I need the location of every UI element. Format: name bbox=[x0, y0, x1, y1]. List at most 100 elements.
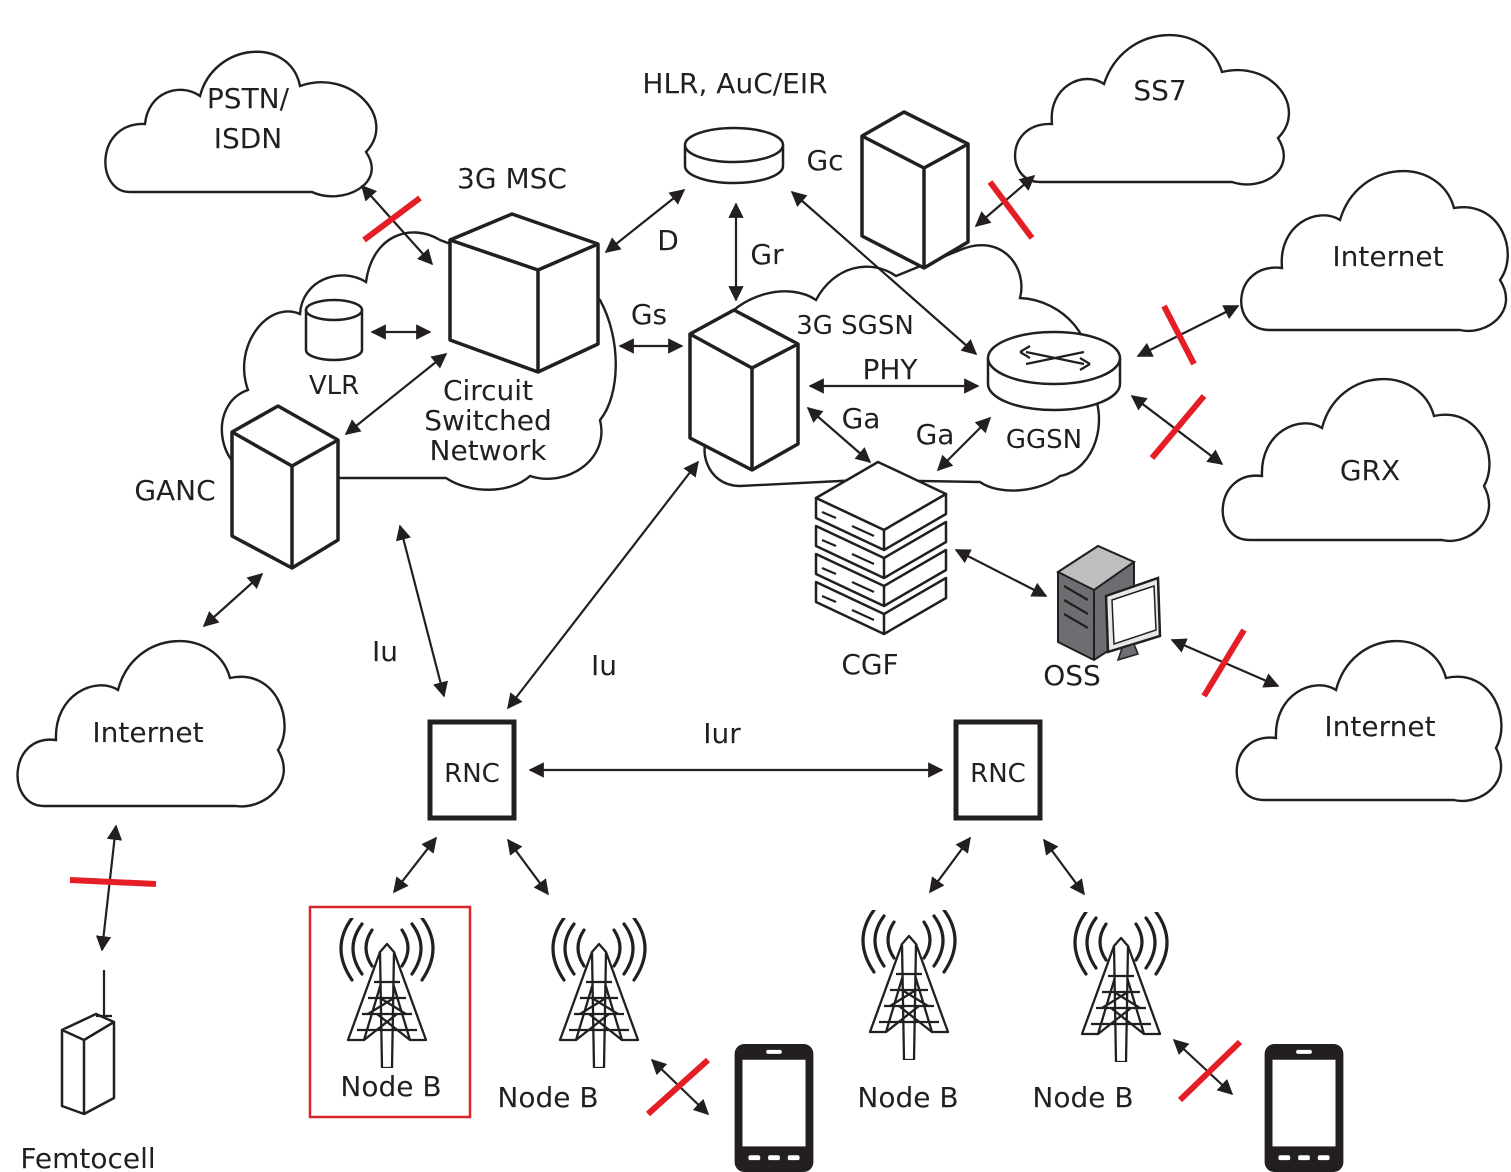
iface-iur-label: Iur bbox=[703, 717, 741, 750]
node-b-1: Node B bbox=[308, 905, 472, 1119]
rnc-right: RNC bbox=[953, 719, 1043, 821]
cloud-icon bbox=[1221, 377, 1491, 543]
cut-marker bbox=[1177, 1039, 1243, 1103]
node-b-2-label: Node B bbox=[497, 1081, 598, 1114]
femtocell-node: Femtocell bbox=[20, 970, 156, 1172]
server-tower-icon bbox=[688, 308, 800, 472]
link-rnc-nodeb-3 bbox=[929, 836, 971, 894]
server-tower-icon bbox=[860, 110, 970, 270]
link-ganc-internet bbox=[202, 572, 264, 628]
workstation-icon bbox=[1055, 544, 1162, 662]
ganc-label: GANC bbox=[134, 474, 215, 507]
node-b-4-label: Node B bbox=[1032, 1081, 1133, 1114]
node-b-4: Node B bbox=[1032, 912, 1169, 1114]
vlr-label: VLR bbox=[309, 371, 359, 401]
link-d bbox=[604, 189, 686, 253]
hlr-node: HLR, AuC/EIR bbox=[642, 67, 828, 185]
rnc-left-label: RNC bbox=[444, 759, 500, 789]
cut-marker bbox=[987, 180, 1035, 240]
link-nodeb-phone-2 bbox=[1172, 1038, 1234, 1096]
highlight-box bbox=[308, 905, 472, 1119]
cloud-ss7: SS7 bbox=[1014, 33, 1291, 186]
circuit-label-line1: Circuit bbox=[443, 374, 533, 407]
oss-node: OSS bbox=[1043, 544, 1162, 692]
iface-iu-left-label: Iu bbox=[372, 635, 398, 668]
rnc-right-label: RNC bbox=[970, 759, 1026, 789]
hlr-label: HLR, AuC/EIR bbox=[642, 67, 827, 100]
cell-tower-icon bbox=[339, 918, 435, 1068]
link-ggsn-internet bbox=[1136, 305, 1240, 357]
link-rnc-nodeb-2 bbox=[507, 838, 549, 896]
cloud-icon bbox=[1240, 169, 1509, 333]
node-b-3-label: Node B bbox=[857, 1081, 958, 1114]
cloud-internet-left: Internet bbox=[16, 639, 286, 808]
msc-label: 3G MSC bbox=[457, 162, 567, 195]
database-icon bbox=[304, 298, 364, 362]
ggsn-label: GGSN bbox=[1006, 425, 1082, 455]
iface-iu-right-label: Iu bbox=[591, 649, 617, 682]
server-tower-icon bbox=[230, 404, 340, 570]
circuit-label-line2: Switched bbox=[424, 404, 552, 437]
link-hlr-ggsn bbox=[790, 190, 978, 356]
internet-top-label: Internet bbox=[1332, 240, 1443, 273]
cell-tower-icon bbox=[551, 918, 647, 1068]
ss7-label: SS7 bbox=[1133, 74, 1186, 107]
circuit-label-line3: Network bbox=[430, 434, 548, 467]
cloud-icon bbox=[1014, 33, 1291, 186]
node-b-2: Node B bbox=[497, 918, 647, 1114]
femtocell-icon bbox=[60, 970, 116, 1116]
iface-d-label: D bbox=[657, 224, 679, 257]
cgf-node: CGF bbox=[814, 460, 948, 681]
oss-label: OSS bbox=[1043, 659, 1101, 692]
pstn-label-line2: ISDN bbox=[214, 122, 283, 155]
internet-left-label: Internet bbox=[92, 716, 203, 749]
iface-gr-label: Gr bbox=[750, 238, 784, 271]
cut-marker bbox=[69, 877, 157, 887]
node-b-3: Node B bbox=[857, 910, 959, 1114]
cell-tower-icon bbox=[1073, 912, 1169, 1062]
cloud-icon bbox=[104, 50, 378, 198]
internet-right-label: Internet bbox=[1324, 710, 1435, 743]
link-pstn-msc bbox=[360, 184, 434, 266]
link-cgf-oss bbox=[954, 549, 1048, 597]
iface-ga-sgsn-label: Ga bbox=[842, 402, 881, 435]
cloud-pstn-isdn: PSTN/ ISDN bbox=[104, 50, 378, 198]
cloud-internet-top: Internet bbox=[1240, 169, 1509, 333]
cloud-icon bbox=[16, 639, 286, 808]
femtocell-label: Femtocell bbox=[20, 1142, 155, 1172]
cloud-grx: GRX bbox=[1221, 377, 1491, 543]
cut-marker bbox=[645, 1057, 711, 1117]
iface-gc-label: Gc bbox=[806, 144, 843, 177]
database-icon bbox=[683, 126, 785, 185]
rnc-left: RNC bbox=[427, 719, 517, 821]
cell-tower-icon bbox=[861, 910, 957, 1060]
link-ganc-msc bbox=[344, 353, 448, 435]
link-iu-left bbox=[396, 524, 448, 698]
vlr-node: VLR bbox=[304, 298, 364, 401]
iface-phy-label: PHY bbox=[862, 353, 918, 386]
cloud-icon bbox=[1235, 639, 1503, 803]
cut-marker bbox=[1149, 394, 1207, 460]
cut-marker bbox=[1161, 304, 1197, 366]
link-rnc-nodeb-4 bbox=[1043, 838, 1085, 896]
rnc-box bbox=[427, 719, 517, 821]
link-internet-femtocell bbox=[95, 824, 123, 952]
ganc-node: GANC bbox=[134, 404, 340, 570]
grx-label: GRX bbox=[1340, 454, 1400, 487]
node-b-1-label: Node B bbox=[340, 1070, 441, 1103]
ggsn-node: GGSN bbox=[986, 330, 1122, 455]
link-rnc-nodeb-1 bbox=[393, 836, 437, 894]
router-icon bbox=[986, 330, 1122, 412]
sgsn-label: 3G SGSN bbox=[796, 311, 914, 341]
iface-gs-label: Gs bbox=[631, 298, 667, 331]
gc-server bbox=[860, 110, 970, 270]
msc-node: 3G MSC bbox=[448, 162, 600, 374]
server-tower-icon bbox=[448, 212, 600, 374]
mobile-phone-icon bbox=[734, 1044, 814, 1172]
rnc-box bbox=[953, 719, 1043, 821]
cut-marker bbox=[362, 195, 422, 243]
cloud-internet-right: Internet bbox=[1235, 639, 1503, 803]
cgf-label: CGF bbox=[841, 648, 898, 681]
link-ga-sgsn bbox=[806, 406, 872, 464]
